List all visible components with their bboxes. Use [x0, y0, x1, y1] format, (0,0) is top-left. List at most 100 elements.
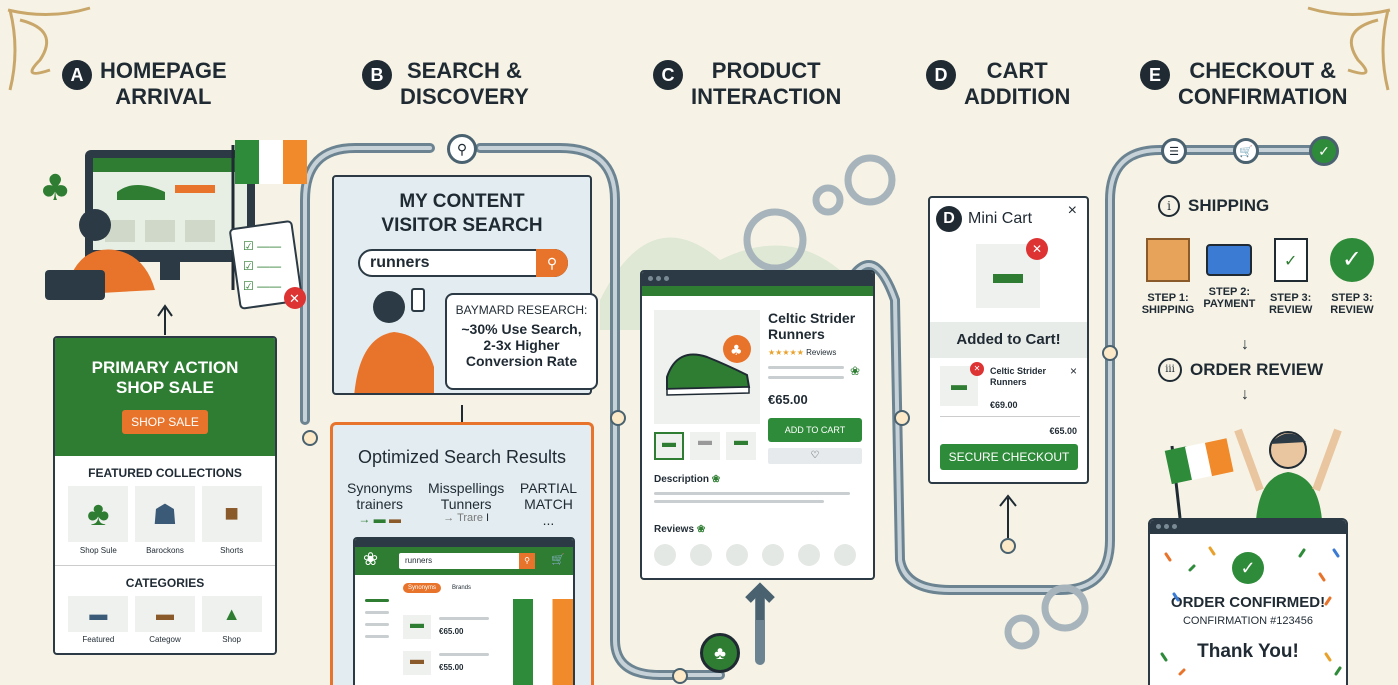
stage-letter: E: [1140, 60, 1170, 90]
research-line: Conversion Rate: [465, 353, 578, 369]
featured-item-label: Barockons: [146, 546, 184, 555]
description-label: Description: [654, 474, 710, 485]
credit-card-icon: [1206, 244, 1253, 276]
boot-icon: ■: [201, 486, 262, 542]
review-avatar-icon: [690, 544, 712, 566]
stage-title-line: CART: [986, 58, 1048, 83]
featured-item-label: Shop Sule: [79, 546, 117, 555]
thank-you-text: Thank You!: [1197, 641, 1299, 662]
shamrock-icon: ♣: [700, 633, 740, 673]
search-input[interactable]: runners: [358, 249, 568, 277]
leaf-icon: ❀: [711, 474, 721, 485]
stage-title-line: DISCOVERY: [400, 84, 529, 109]
checkout-steps: STEP 1: SHIPPING STEP 2: PAYMENT ✓ STEP …: [1140, 238, 1380, 316]
leaf-icon: ❀: [696, 524, 706, 535]
remove-icon[interactable]: ✕: [970, 362, 984, 376]
result-item[interactable]: ▬: [403, 651, 431, 675]
category-item[interactable]: ▲ Shop: [201, 596, 262, 644]
check-circle-icon: ✓: [1329, 238, 1374, 282]
category-item[interactable]: ▬ Featured: [68, 596, 129, 644]
synonyms-column: Synonyms trainers → ▬ ▬: [347, 480, 412, 528]
order-review-label: ORDER REVIEW: [1190, 360, 1324, 379]
thumbnail[interactable]: ▬: [726, 432, 756, 460]
arrow-icon: →: [443, 512, 458, 524]
step-line: PAYMENT: [1203, 298, 1256, 310]
product-name: Celtic Strider Runners: [768, 310, 855, 342]
product-image[interactable]: ♣: [654, 310, 760, 424]
misspellings-example: Tunners: [440, 496, 492, 512]
arrow-down-icon: ↓: [1241, 386, 1249, 403]
arrow-down-icon: ↓: [1241, 336, 1249, 353]
checkout-step: STEP 1: SHIPPING: [1140, 238, 1196, 316]
hero-banner: PRIMARY ACTION SHOP SALE SHOP SALE: [55, 338, 275, 456]
hero-line: PRIMARY ACTION: [91, 358, 239, 377]
mini-cart-badge: D: [936, 206, 962, 232]
homepage-arrival-illustration: ♣ ☑ —— ☑ —— ☑ —— ✕: [39, 140, 307, 310]
cart-item-name: Celtic Strider Runners: [990, 366, 1046, 388]
featured-item[interactable]: ☗ Barockons: [134, 486, 195, 555]
stage-title-line: INTERACTION: [691, 84, 842, 109]
filter-tag[interactable]: Brands: [452, 585, 472, 591]
checkout-step: ✓ STEP 3: REVIEW: [1324, 238, 1380, 316]
stage-title-e: E CHECKOUT &CONFIRMATION: [1140, 58, 1347, 110]
synonyms-example: trainers: [356, 496, 404, 512]
rating-stars: ★★★★★: [768, 348, 804, 357]
search-icon[interactable]: ⚲: [536, 249, 568, 277]
sneaker-icon: ♣: [666, 335, 751, 396]
thumbnail[interactable]: ▬: [654, 432, 684, 460]
text-cursor-icon: I: [482, 512, 490, 524]
product-name-line: Celtic Strider: [768, 310, 856, 326]
search-results-panel: Optimized Search Results Synonyms traine…: [330, 422, 594, 685]
path-waypoint: [610, 410, 626, 426]
svg-text:☑ ——: ☑ ——: [243, 259, 281, 273]
confirmation-number: CONFIRMATION #123456: [1182, 615, 1313, 627]
partial-match-column: PARTIAL MATCH ...: [520, 480, 577, 528]
path-waypoint: [1102, 345, 1118, 361]
category-label: Featured: [82, 635, 115, 644]
cart-icon[interactable]: 🛒: [551, 554, 565, 566]
thumbnail[interactable]: ▬: [690, 432, 720, 460]
step-line: SHIPPING: [1141, 304, 1195, 316]
cart-item-line: Celtic Strider: [990, 366, 1047, 376]
result-item[interactable]: ▬: [403, 615, 431, 639]
featured-item[interactable]: ■ Shorts: [201, 486, 262, 555]
mini-search-icon[interactable]: ⚲: [519, 553, 535, 569]
research-line: 2-3x Higher: [483, 337, 560, 353]
product-price: €65.00: [768, 392, 808, 407]
order-confirmed-title: ORDER CONFIRMED!: [1170, 594, 1326, 611]
search-icon: ⚲: [447, 134, 477, 164]
mini-search-input[interactable]: runners: [399, 553, 535, 569]
path-waypoint: [672, 668, 688, 684]
reviews-link[interactable]: Reviews: [806, 348, 837, 357]
category-item[interactable]: ▬ Categow: [134, 596, 195, 644]
shop-sale-button[interactable]: SHOP SALE: [122, 410, 208, 434]
categories-title: CATEGORIES: [125, 576, 205, 590]
celebrating-person-illustration: [1164, 428, 1342, 520]
arrow-shoe-icon: → ▬ ▬: [358, 512, 402, 526]
thumbnail-row: ▬ ▬ ▬: [654, 432, 756, 460]
stage-title-line: HOMEPAGE: [100, 58, 227, 83]
product-name-line: Runners: [768, 326, 825, 342]
gear-icon: [743, 154, 1089, 650]
research-line: BAYMARD RESEARCH:: [455, 303, 588, 317]
remove-icon[interactable]: ✕: [1026, 238, 1048, 260]
cart-subtotal: €65.00: [1049, 426, 1077, 436]
add-to-cart-button[interactable]: ADD TO CART: [768, 418, 862, 442]
featured-item[interactable]: ♣ Shop Sule: [68, 486, 129, 555]
filter-tag[interactable]: Synonyms: [403, 583, 442, 593]
step-line: REVIEW: [1268, 304, 1313, 316]
featured-item-label: Shorts: [220, 546, 244, 555]
close-icon[interactable]: ×: [1069, 364, 1077, 378]
stage-letter: B: [362, 60, 392, 90]
secure-checkout-button[interactable]: SECURE CHECKOUT: [940, 444, 1078, 470]
wishlist-button[interactable]: ♡: [768, 448, 862, 464]
partial-label: MATCH: [524, 496, 573, 512]
result-price: €65.00: [439, 627, 464, 636]
misspellings-column: Misspellings Tunners → Trare I: [428, 480, 504, 528]
close-icon[interactable]: ×: [1067, 202, 1077, 219]
search-panel-title: MY CONTENT: [399, 191, 525, 212]
confetti: [1160, 546, 1342, 676]
review-avatar-icon: [798, 544, 820, 566]
homepage-card: PRIMARY ACTION SHOP SALE SHOP SALE FEATU…: [53, 336, 277, 655]
